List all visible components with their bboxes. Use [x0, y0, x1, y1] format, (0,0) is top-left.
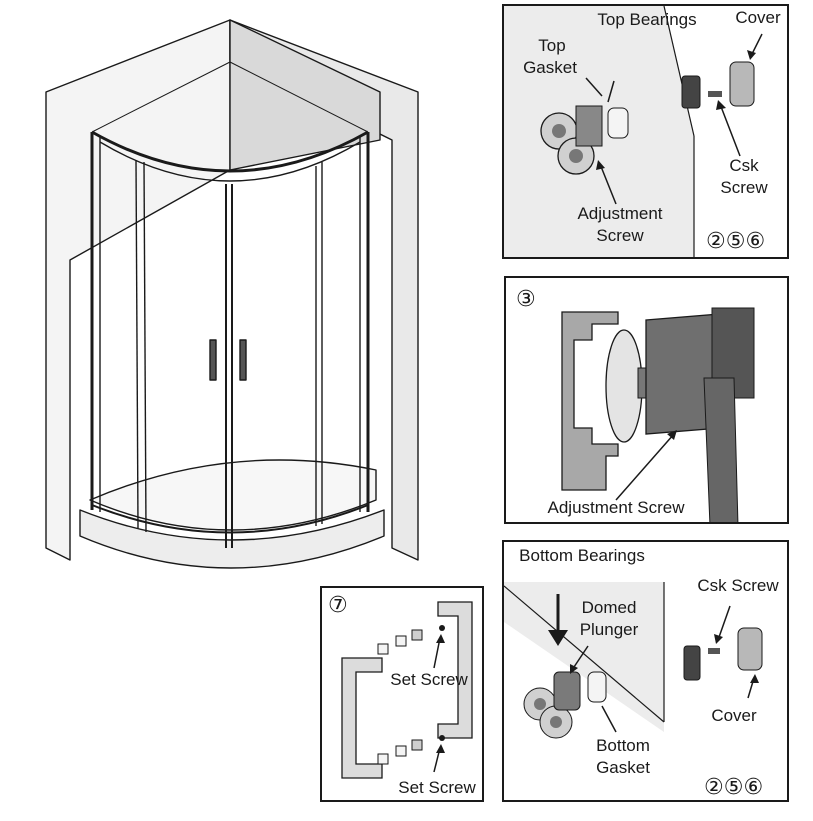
track-profile	[561, 311, 619, 491]
domed-plunger-part	[553, 671, 581, 711]
glass-panel	[703, 377, 739, 522]
door-handle-right	[239, 339, 247, 381]
handle-back	[437, 601, 473, 739]
bottom-bearings-panel: Bottom Bearings Domed Plunger Csk Screw …	[502, 540, 789, 802]
top-screw-plate	[681, 75, 701, 109]
top-bearings-panel: Top Bearings Cover Top Gasket Csk Screw …	[502, 4, 789, 259]
top-bearings-drawing	[504, 6, 763, 257]
bottom-bearings-title: Bottom Bearings	[519, 546, 645, 565]
top-gasket-part	[607, 107, 629, 139]
set-screw-bottom-part	[439, 735, 445, 741]
detail-roller	[605, 329, 643, 443]
top-adjustment-screw-label-2: Screw	[596, 226, 644, 245]
adjustment-detail-drawing	[561, 307, 755, 522]
set-screw-top-label: Set Screw	[390, 670, 468, 689]
bottom-cover-label: Cover	[711, 706, 757, 725]
top-csk-screw-label-1: Csk	[729, 156, 759, 175]
handle-panel: ⑦ Set Screw Set Screw	[320, 586, 484, 802]
detail-step-badge: ③	[516, 286, 536, 311]
bottom-steps-badge: ②⑤⑥	[704, 774, 764, 799]
bottom-csk-screw-label: Csk Screw	[697, 576, 779, 595]
top-csk-screw-label-2: Screw	[720, 178, 768, 197]
top-gasket-label-2: Gasket	[523, 58, 577, 77]
door-handle-left	[209, 339, 217, 381]
domed-plunger-label-1: Domed	[581, 598, 637, 617]
handle-front	[341, 657, 383, 779]
bottom-cover-part	[737, 627, 763, 671]
handle-step-badge: ⑦	[328, 592, 348, 617]
top-cover-label: Cover	[735, 8, 781, 27]
adjustment-detail-panel: ③ Adjustment Screw	[504, 276, 789, 524]
top-bearings-title: Top Bearings	[597, 10, 697, 29]
set-screw-bottom-label: Set Screw	[398, 778, 476, 797]
bottom-gasket-label-1: Bottom	[596, 736, 650, 755]
bottom-screw-plate	[683, 645, 701, 681]
bottom-gasket-label-2: Gasket	[596, 758, 650, 777]
top-adjustment-screw-label-1: Adjustment	[577, 204, 663, 223]
handle-drawing	[341, 601, 473, 779]
detail-adjustment-screw-label: Adjustment Screw	[547, 498, 685, 517]
top-cover-part	[729, 61, 755, 107]
shower-tray	[79, 509, 385, 569]
bottom-gasket-part	[587, 671, 607, 703]
set-screw-top-part	[439, 625, 445, 631]
top-gasket-label-1: Top	[538, 36, 566, 55]
domed-plunger-label-2: Plunger	[579, 620, 639, 639]
top-steps-badge: ②⑤⑥	[706, 228, 766, 253]
bottom-bearings-drawing	[504, 582, 763, 739]
